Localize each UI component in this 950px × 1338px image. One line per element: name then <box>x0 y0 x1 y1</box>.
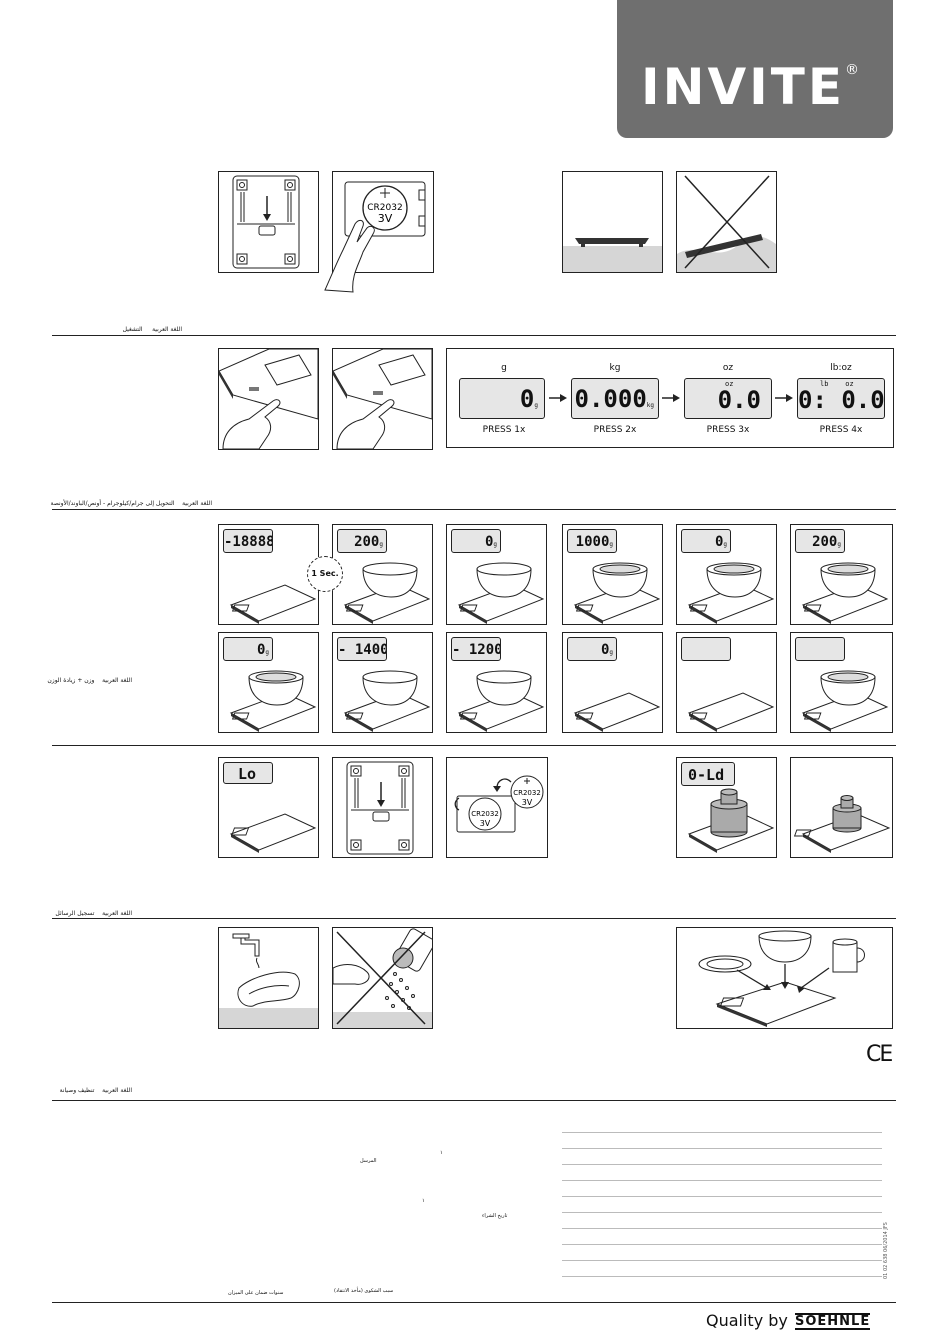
tare-step-2-3: - 1200g <box>446 632 547 733</box>
press-button-illustration-2 <box>332 348 433 450</box>
form-line <box>562 1180 882 1181</box>
warranty-purchase-date-label: تاريخ الشراء <box>482 1213 508 1219</box>
lcd-display-lo: Lo <box>223 762 273 784</box>
arrow-icon <box>775 394 793 402</box>
unit-switch-panel: g kg oz lb:oz 0g 0.000kg 0.0 oz 0: 0.0 l… <box>446 348 894 448</box>
divider <box>52 918 896 919</box>
container-tare-illustration <box>676 927 893 1029</box>
tare-step-2-2: - 1400g <box>332 632 433 733</box>
battery-replace-illustration: CR2032 3V CR2032 3V <box>446 757 548 858</box>
form-line <box>562 1212 882 1213</box>
lcd-display: 200g <box>795 529 845 553</box>
ce-mark: CE <box>866 1042 893 1067</box>
arrow-icon <box>662 394 680 402</box>
unit-label-g: g <box>501 363 507 373</box>
uneven-surface-illustration <box>676 171 777 273</box>
section-header-unit-conversion: اللغة العربية التحويل إلى جرام/كيلوجرام … <box>50 500 212 507</box>
form-line <box>562 1148 882 1149</box>
tare-step-1-2: 200g <box>332 524 433 625</box>
battery-voltage-text: 3V <box>378 212 393 225</box>
divider <box>52 509 896 510</box>
weight-illustration <box>790 757 893 858</box>
tare-step-1-6: 200g <box>790 524 893 625</box>
lcd-display: - 1200g <box>451 637 501 661</box>
press-button-illustration-1 <box>218 348 319 450</box>
low-battery-illustration: Lo <box>218 757 319 858</box>
lcd-display: 0g <box>681 529 731 553</box>
section-header-messages: اللغة العربية تسجيل الرسائل <box>55 910 132 917</box>
section-header-weighing-tare: اللغة العربية وزن + زيادة الوزن <box>47 677 132 684</box>
unit-label-kg: kg <box>609 363 621 373</box>
timer-badge: 1 Sec. <box>307 556 343 592</box>
tare-step-2-4: 0g <box>562 632 663 733</box>
tare-step-1-4: 1000g <box>562 524 663 625</box>
tare-step-2-6 <box>790 632 893 733</box>
lcd-display: 0g <box>567 637 617 661</box>
tare-step-2-1: 0g <box>218 632 319 733</box>
tare-step-1-5: 0g <box>676 524 777 625</box>
divider <box>52 1100 896 1101</box>
section-header-operation: اللغة العربية التشغيل <box>122 326 182 333</box>
lcd-display: 1000g <box>567 529 617 553</box>
form-line <box>562 1132 882 1133</box>
form-line <box>562 1196 882 1197</box>
battery-insert-illustration: CR2032 3V <box>324 171 434 293</box>
battery-type-text: CR2032 <box>367 203 402 213</box>
lcd-display-lboz: 0: 0.0 lb oz <box>797 378 885 419</box>
tare-step-1-1: -18888 <box>218 524 319 625</box>
form-line <box>562 1260 882 1261</box>
lcd-display: 0g <box>223 637 273 661</box>
lcd-display: -18888 <box>223 529 273 553</box>
lcd-display-overload: 0-Ld <box>681 762 735 786</box>
brand-tab: INVITE® <box>617 0 893 138</box>
battery-voltage-text: 3V <box>522 798 533 807</box>
press-count-1: PRESS 1x <box>482 425 526 435</box>
footer-maker-logo: SOEHNLE <box>795 1313 871 1330</box>
lcd-display: 0g <box>451 529 501 553</box>
warranty-complaint-label: سبب الشكوى (مأخذ الانتقاد) <box>334 1288 394 1294</box>
form-line <box>562 1244 882 1245</box>
lcd-display-oz: 0.0 oz <box>684 378 772 419</box>
footer-quality-text: Quality by <box>706 1311 788 1330</box>
lcd-display <box>795 637 845 661</box>
lcd-display-kg: 0.000kg <box>571 378 659 419</box>
tare-step-2-5 <box>676 632 777 733</box>
level-surface-illustration <box>562 171 663 273</box>
brand-logo: INVITE® <box>641 58 863 116</box>
arrow-icon <box>549 394 567 402</box>
press-count-3: PRESS 3x <box>706 425 750 435</box>
battery-voltage-text: 3V <box>480 819 491 828</box>
warranty-years-label: سنوات ضمان على الميزان <box>228 1290 284 1296</box>
cleaning-cloth-illustration <box>218 927 319 1029</box>
form-line <box>562 1228 882 1229</box>
unit-label-lboz: lb:oz <box>830 363 852 373</box>
lcd-display: 200g <box>337 529 387 553</box>
battery-type-text: CR2032 <box>471 810 499 818</box>
battery-compartment-illustration-2 <box>332 757 433 858</box>
document-code: 01 02 638 06/2014 JFS <box>883 1222 889 1279</box>
warranty-mark: ١ <box>422 1198 425 1204</box>
form-line <box>562 1276 882 1277</box>
tare-step-1-3: 0g <box>446 524 547 625</box>
warranty-sender-label: المرسل <box>360 1158 377 1164</box>
section-header-cleaning: اللغة العربية تنظيف وصيانة <box>59 1087 132 1094</box>
overload-illustration: 0-Ld <box>676 757 777 858</box>
battery-type-text: CR2032 <box>513 789 541 797</box>
divider <box>52 335 896 336</box>
divider <box>52 745 896 746</box>
lcd-display: - 1400g <box>337 637 387 661</box>
no-abrasive-cleaner-illustration <box>332 927 433 1029</box>
battery-compartment-illustration <box>218 171 319 273</box>
divider <box>52 1302 896 1303</box>
press-count-2: PRESS 2x <box>593 425 637 435</box>
press-count-4: PRESS 4x <box>819 425 863 435</box>
form-line <box>562 1164 882 1165</box>
lcd-display-g: 0g <box>459 378 545 419</box>
warranty-mark: ١ <box>440 1150 443 1156</box>
lcd-display <box>681 637 731 661</box>
unit-label-oz: oz <box>722 363 734 373</box>
